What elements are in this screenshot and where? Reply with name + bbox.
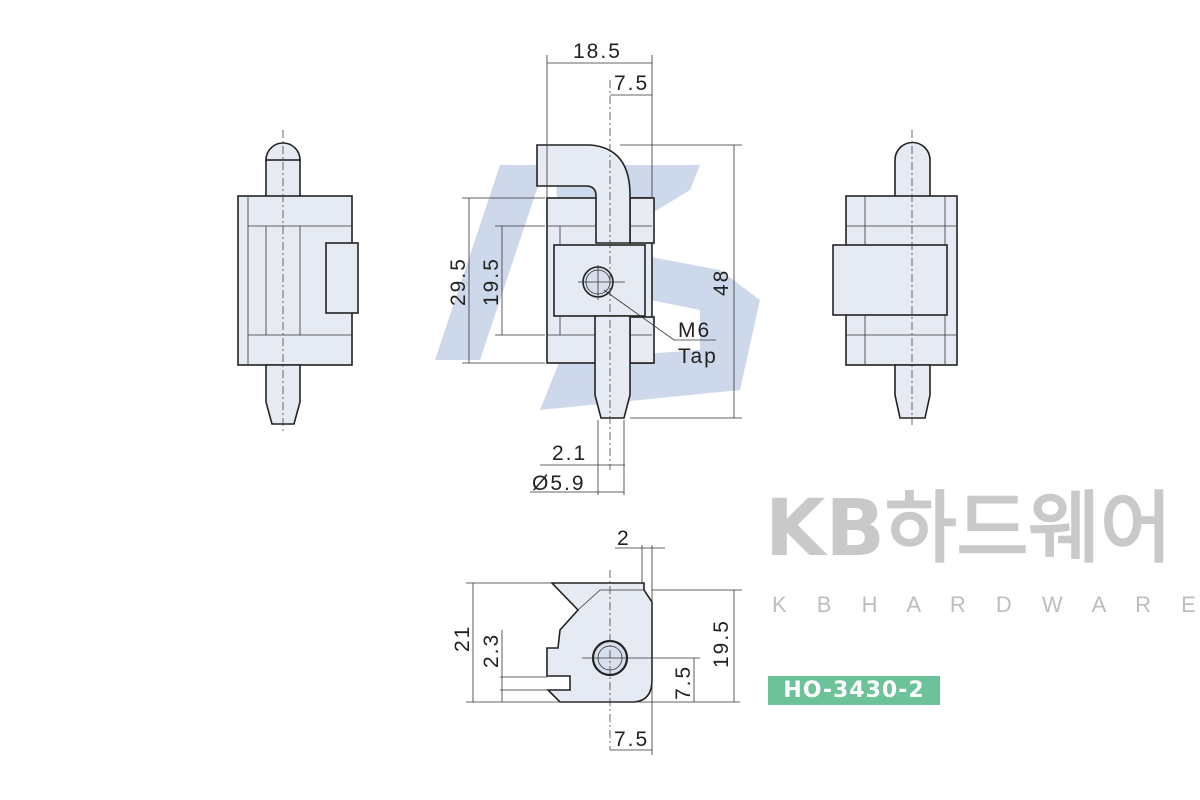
right-side-view (832, 130, 958, 425)
dim-pin-offset: 7.5 (614, 72, 649, 95)
bottom-view: 21 2.3 19.5 7.5 2 7.5 (451, 527, 742, 755)
dim-total-height: 21 (451, 625, 474, 652)
thread-size-label: M6 (678, 319, 711, 342)
thread-type-label: Tap (678, 345, 718, 368)
left-side-view (237, 130, 359, 432)
dim-body-height: 29.5 (447, 257, 470, 306)
dim-hole-offset: 7.5 (614, 728, 649, 751)
front-view: M6 Tap 18.5 7.5 48 29.5 19.5 2.1 Ø5.9 (447, 40, 742, 495)
brand-watermark-english: K B H A R D W A R E (772, 592, 1200, 617)
dim-block-height: 19.5 (480, 257, 503, 306)
dim-hole-height: 7.5 (672, 665, 695, 700)
dim-pin-offset-small: 2.1 (552, 442, 587, 465)
dim-pin-diameter: Ø5.9 (532, 472, 586, 495)
dim-height-total: 48 (710, 269, 733, 296)
brand-watermark-korean: KB하드웨어 (765, 484, 1172, 574)
dim-top-offset: 2 (617, 527, 631, 550)
dim-body-height-bottom: 19.5 (710, 619, 733, 668)
dim-width-total: 18.5 (573, 40, 622, 63)
part-number-badge: HO-3430-2 (768, 676, 940, 705)
dim-slot-height: 2.3 (480, 633, 503, 668)
